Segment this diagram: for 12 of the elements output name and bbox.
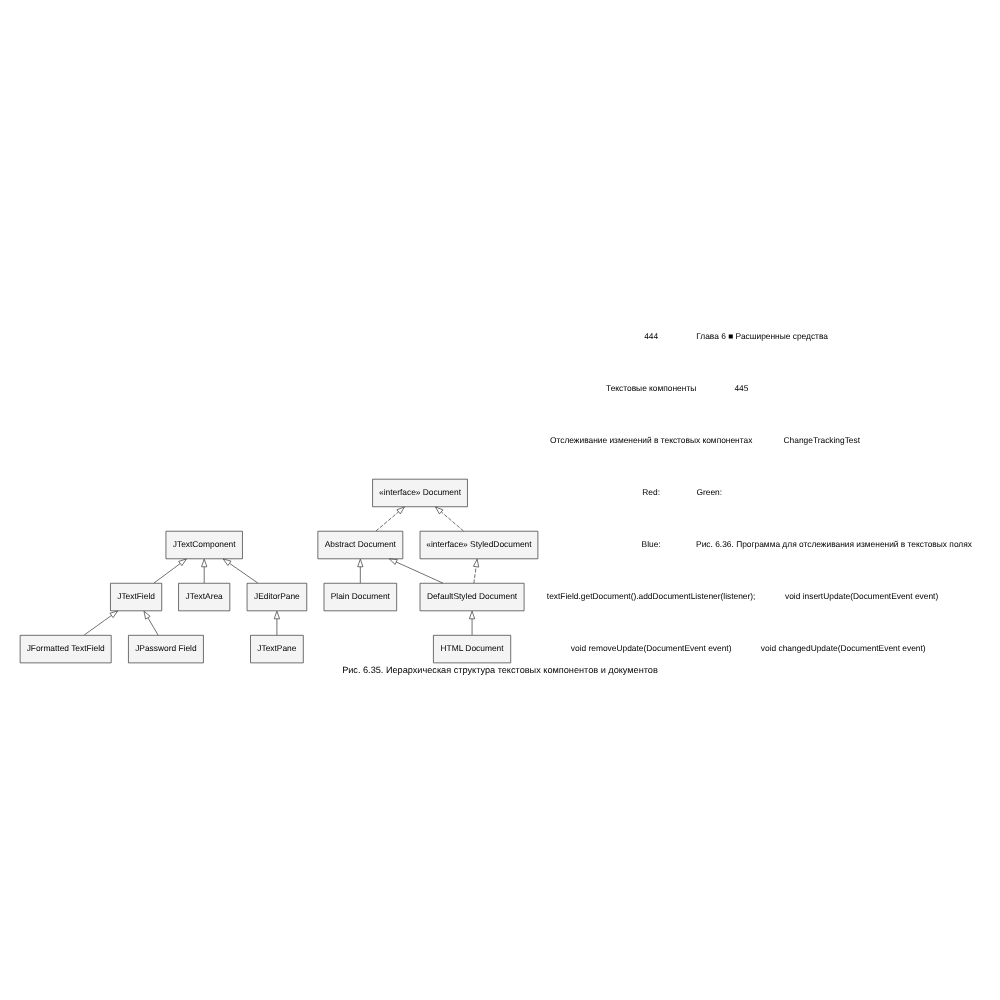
- arrow: [83, 609, 119, 635]
- arrow: [473, 557, 480, 583]
- arrow: [273, 609, 280, 635]
- arrow: [469, 609, 476, 635]
- arrow: [201, 557, 208, 583]
- arrow: [435, 505, 464, 531]
- arrow: [375, 505, 405, 531]
- arrow: [357, 557, 364, 583]
- arrow: [153, 557, 187, 583]
- arrow: [143, 609, 159, 635]
- arrow: [388, 557, 444, 583]
- arrow: [222, 557, 259, 583]
